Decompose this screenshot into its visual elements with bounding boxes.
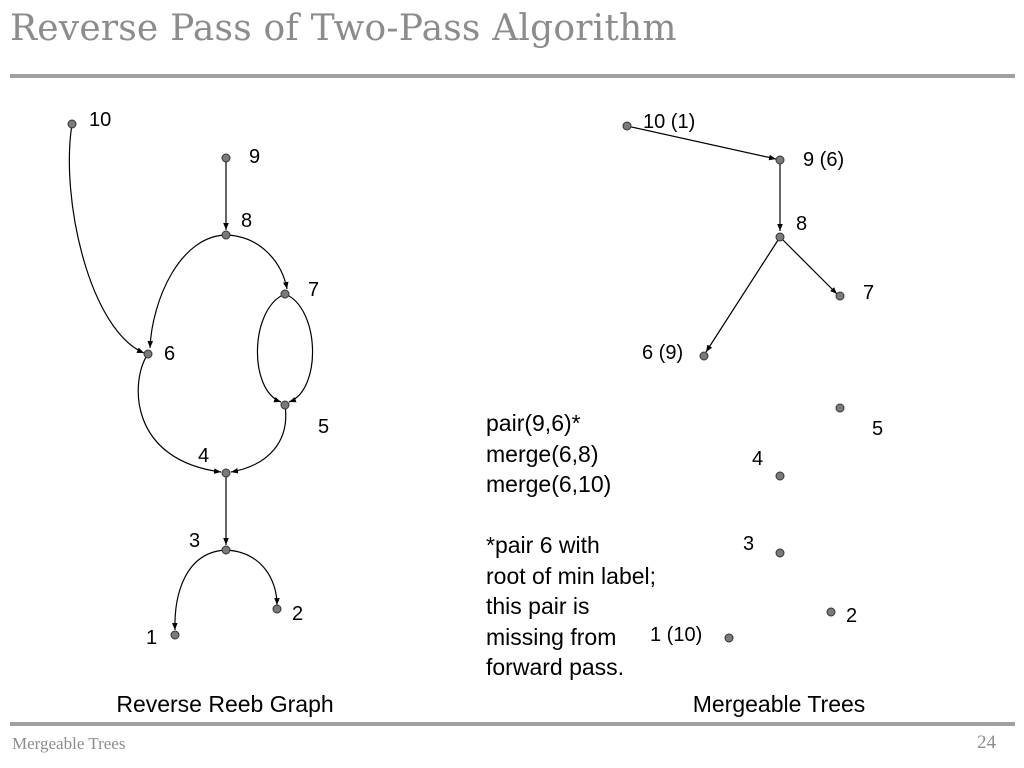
- tree-label-7: 7: [863, 282, 874, 304]
- reeb-edge-3-2: [225, 549, 280, 606]
- reeb-graph: 10 9 8 7 6 5 4 3 2 1 Reverse Reeb Graph: [67, 109, 334, 717]
- tree-node-2: [826, 607, 836, 617]
- footer-title: Mergeable Trees: [12, 734, 126, 753]
- reeb-node-6: [143, 349, 153, 359]
- reeb-edge-8-7: [225, 234, 289, 290]
- tree-node-9: [775, 155, 785, 165]
- reeb-edge-7-5-right: [284, 293, 314, 403]
- footer-divider: [10, 722, 1015, 726]
- tree-label-3: 3: [743, 533, 754, 555]
- footnote-line: *pair 6 with: [486, 532, 600, 558]
- tree-label-9: 9 (6): [803, 149, 844, 171]
- reeb-label-10: 10: [89, 109, 111, 131]
- reeb-edge-8-6: [147, 234, 227, 349]
- reeb-node-4: [221, 468, 231, 478]
- reeb-edge-10-6: [68, 123, 145, 354]
- tree-edge-10-9: [626, 125, 777, 161]
- tree-node-1: [724, 633, 734, 643]
- operation-merge-6-8: merge(6,8): [486, 440, 599, 467]
- operation-pair: pair(9,6)*: [486, 410, 581, 436]
- tree-node-3: [775, 548, 785, 558]
- reeb-node-9: [221, 153, 231, 163]
- reeb-node-10: [67, 119, 77, 129]
- notes-spacer: [486, 500, 656, 531]
- reeb-node-8: [221, 230, 231, 240]
- reeb-label-7: 7: [308, 279, 319, 301]
- reeb-label-6: 6: [164, 343, 175, 365]
- reeb-node-2: [272, 604, 282, 614]
- reeb-label-9: 9: [249, 146, 260, 168]
- slide-title: Reverse Pass of Two-Pass Algorithm: [10, 8, 677, 49]
- reeb-label-8: 8: [241, 210, 252, 232]
- tree-label-1: 1 (10): [650, 624, 702, 646]
- tree-label-8: 8: [796, 213, 807, 235]
- tree-node-10: [622, 121, 632, 131]
- reeb-edge-5-4: [230, 404, 287, 474]
- reeb-graph-caption: Reverse Reeb Graph: [116, 691, 333, 717]
- tree-node-7: [835, 291, 845, 301]
- mergeable-trees-caption: Mergeable Trees: [693, 691, 866, 717]
- footnote-line: root of min label;: [486, 562, 657, 589]
- reeb-label-4: 4: [198, 445, 209, 467]
- tree-edge-8-6: [705, 236, 781, 353]
- reeb-node-1: [170, 630, 180, 640]
- algorithm-notes: pair(9,6)* merge(6,8) merge(6,10) *pair …: [486, 408, 656, 683]
- footnote-line: forward pass.: [486, 654, 625, 680]
- reeb-node-3: [221, 545, 231, 555]
- footnote-line: this pair is: [486, 593, 590, 619]
- reeb-label-3: 3: [189, 530, 200, 552]
- tree-edge-8-7: [779, 236, 838, 295]
- reeb-edge-3-1: [172, 549, 227, 631]
- tree-label-4: 4: [752, 448, 763, 470]
- operation-merge-6-10: merge(6,10): [486, 471, 612, 497]
- reeb-label-5: 5: [318, 416, 329, 438]
- tree-label-6: 6 (9): [642, 342, 683, 364]
- reeb-edge-7-5-left: [256, 293, 286, 403]
- reeb-node-7: [280, 289, 290, 299]
- title-divider: [10, 74, 1015, 78]
- tree-node-8: [775, 232, 785, 242]
- reeb-edge-6-4: [137, 353, 222, 474]
- page-number: 24: [977, 732, 996, 753]
- tree-label-5: 5: [872, 418, 883, 440]
- reeb-node-5: [280, 400, 290, 410]
- tree-label-2: 2: [846, 605, 857, 627]
- tree-node-5: [835, 403, 845, 413]
- reeb-label-2: 2: [292, 603, 303, 625]
- reeb-label-1: 1: [146, 627, 157, 649]
- tree-node-4: [775, 471, 785, 481]
- tree-node-6: [699, 351, 709, 361]
- mergeable-trees: 10 (1) 9 (6) 8 7 6 (9) 5 4 3 2 1 (10) Me…: [622, 111, 883, 717]
- tree-label-10: 10 (1): [643, 111, 695, 133]
- footnote-line: missing from: [486, 623, 617, 650]
